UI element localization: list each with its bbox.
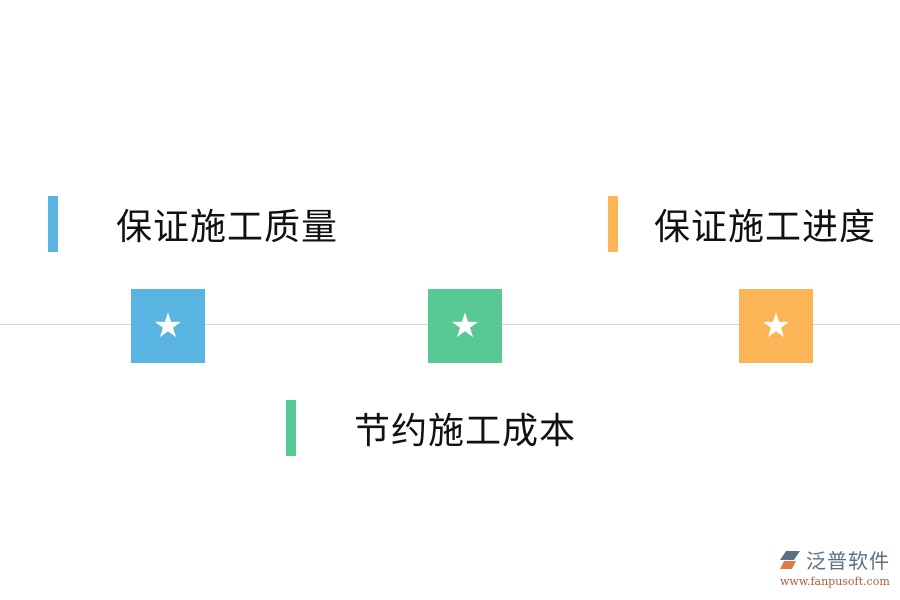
label-quality: 保证施工质量	[48, 196, 338, 252]
label-cost: 节约施工成本	[286, 400, 576, 456]
brand-logo: 泛普软件 www.fanpusoft.com	[780, 545, 890, 588]
logo-icon	[780, 550, 800, 569]
marker-quality: ★	[131, 289, 205, 363]
label-schedule: 保证施工进度	[608, 196, 876, 252]
accent-bar	[48, 196, 58, 252]
logo-name: 泛普软件	[806, 549, 890, 573]
star-icon: ★	[449, 306, 481, 346]
accent-bar	[608, 196, 618, 252]
label-text: 保证施工进度	[654, 207, 877, 248]
star-icon: ★	[760, 306, 792, 346]
star-icon: ★	[152, 306, 184, 346]
label-text: 保证施工质量	[116, 207, 339, 248]
accent-bar	[286, 400, 296, 456]
marker-cost: ★	[428, 289, 502, 363]
label-text: 节约施工成本	[354, 411, 577, 452]
logo-url: www.fanpusoft.com	[780, 575, 890, 588]
marker-schedule: ★	[739, 289, 813, 363]
